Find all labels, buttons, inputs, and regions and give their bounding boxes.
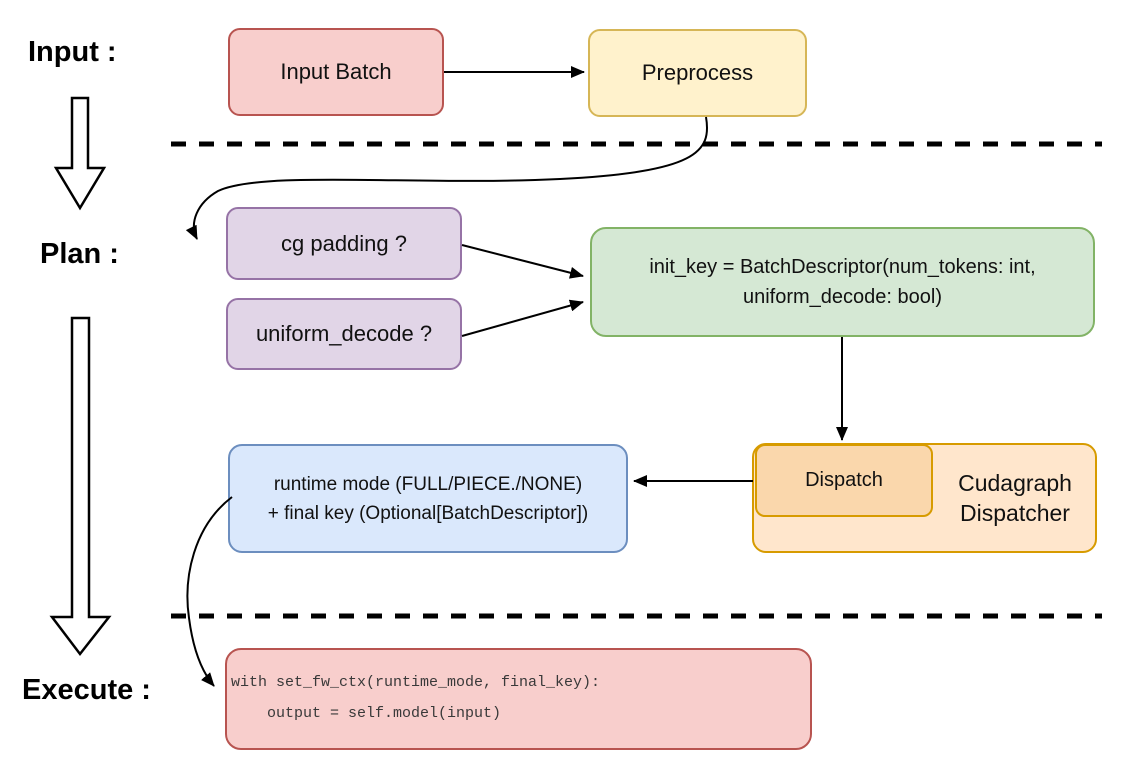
node-dispatch-label: Dispatch <box>805 469 883 491</box>
stage-label-input: Input : <box>28 36 117 68</box>
execute-code-line1: with set_fw_ctx(runtime_mode, final_key)… <box>231 674 601 691</box>
node-preprocess-label: Preprocess <box>641 60 754 86</box>
node-dispatch: Dispatch <box>755 444 933 517</box>
node-execute-code: with set_fw_ctx(runtime_mode, final_key)… <box>225 648 812 750</box>
execute-code-line2: output = self.model(input) <box>231 705 502 722</box>
node-input-batch: Input Batch <box>228 28 444 116</box>
node-uniform-decode-label: uniform_decode ? <box>255 321 433 347</box>
node-runtime-mode-line2: + final key (Optional[BatchDescriptor]) <box>267 502 589 524</box>
stage-arrow-plan-to-execute <box>49 316 112 657</box>
arrow-cg-padding-to-init-key <box>461 244 584 279</box>
node-preprocess: Preprocess <box>588 29 807 117</box>
stage-arrow-input-to-plan <box>53 96 107 211</box>
node-cudagraph-dispatcher-label: Cudagraph Dispatcher <box>933 443 1097 553</box>
stage-label-plan: Plan : <box>40 238 119 270</box>
cudagraph-label-line1: Cudagraph <box>958 470 1072 496</box>
node-cg-padding: cg padding ? <box>226 207 462 280</box>
arrow-uniform-decode-to-init-key <box>461 299 584 337</box>
node-runtime-mode: runtime mode (FULL/PIECE./NONE) + final … <box>228 444 628 553</box>
cudagraph-label-line2: Dispatcher <box>960 500 1070 526</box>
node-init-key-line2: uniform_decode: bool) <box>742 286 942 308</box>
node-input-batch-label: Input Batch <box>280 59 392 85</box>
node-init-key: init_key = BatchDescriptor(num_tokens: i… <box>590 227 1095 337</box>
stage-label-execute: Execute : <box>22 674 151 706</box>
node-runtime-mode-line1: runtime mode (FULL/PIECE./NONE) <box>273 473 583 495</box>
node-uniform-decode: uniform_decode ? <box>226 298 462 370</box>
node-init-key-line1: init_key = BatchDescriptor(num_tokens: i… <box>649 256 1036 278</box>
node-cg-padding-label: cg padding ? <box>281 230 407 256</box>
